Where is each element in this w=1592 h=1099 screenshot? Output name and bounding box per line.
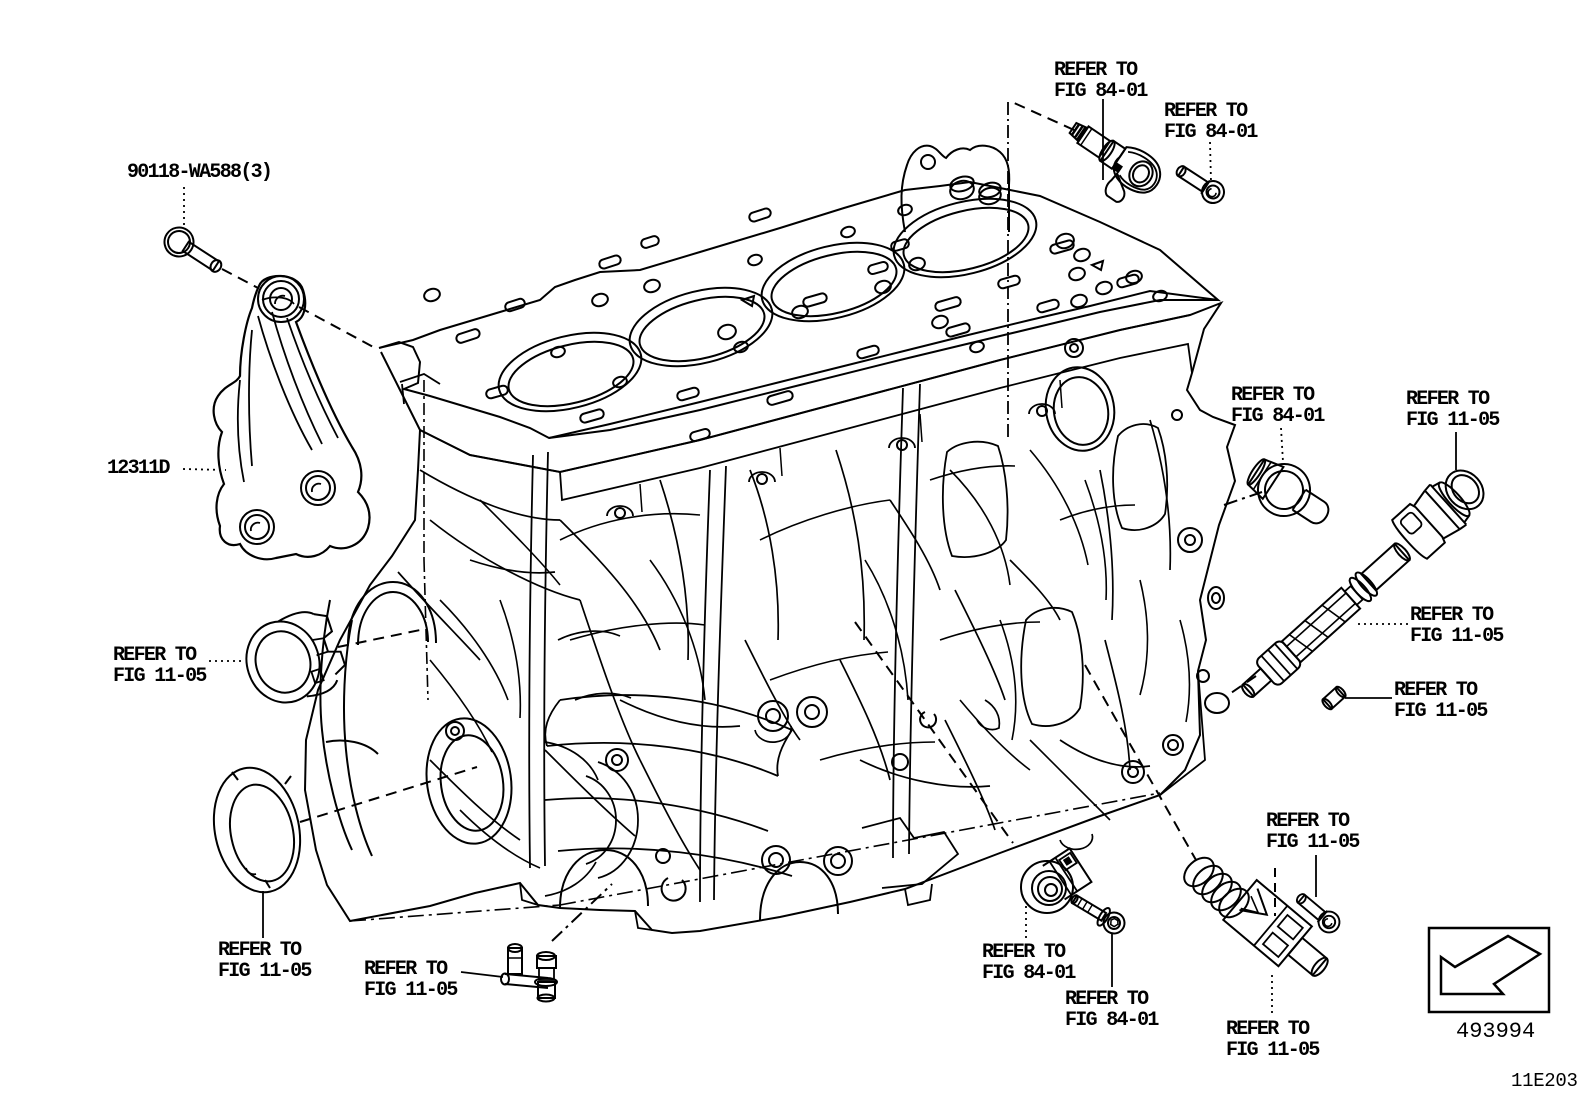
svg-text:REFER TO: REFER TO [1410, 604, 1494, 627]
svg-text:493994: 493994 [1456, 1019, 1535, 1044]
svg-text:REFER TO: REFER TO [364, 958, 448, 981]
svg-text:REFER TO: REFER TO [1164, 100, 1248, 123]
svg-text:12311D: 12311D [107, 457, 171, 480]
svg-text:REFER TO: REFER TO [1226, 1018, 1310, 1041]
svg-text:FIG 84-01: FIG 84-01 [982, 962, 1076, 985]
svg-text:FIG 11-05: FIG 11-05 [1406, 409, 1499, 432]
svg-text:REFER TO: REFER TO [1231, 384, 1315, 407]
svg-text:REFER TO: REFER TO [1266, 810, 1350, 833]
svg-text:90118-WA588(3): 90118-WA588(3) [127, 161, 271, 184]
svg-text:REFER TO: REFER TO [1394, 679, 1478, 702]
svg-text:REFER TO: REFER TO [1065, 988, 1149, 1011]
svg-text:FIG 11-05: FIG 11-05 [1410, 625, 1503, 648]
svg-text:11E203: 11E203 [1511, 1070, 1578, 1092]
svg-text:FIG 84-01: FIG 84-01 [1164, 121, 1258, 144]
svg-text:FIG 11-05: FIG 11-05 [1266, 831, 1359, 854]
svg-text:REFER TO: REFER TO [1054, 59, 1138, 82]
svg-text:REFER TO: REFER TO [218, 939, 302, 962]
svg-text:FIG 11-05: FIG 11-05 [364, 979, 457, 1002]
svg-text:REFER TO: REFER TO [982, 941, 1066, 964]
svg-text:FIG 11-05: FIG 11-05 [113, 665, 206, 688]
svg-text:FIG 11-05: FIG 11-05 [1394, 700, 1487, 723]
svg-text:FIG 84-01: FIG 84-01 [1054, 80, 1148, 103]
svg-text:FIG 11-05: FIG 11-05 [1226, 1039, 1319, 1062]
svg-text:FIG 11-05: FIG 11-05 [218, 960, 311, 983]
svg-text:FIG 84-01: FIG 84-01 [1065, 1009, 1159, 1032]
svg-text:REFER TO: REFER TO [113, 644, 197, 667]
svg-text:REFER TO: REFER TO [1406, 388, 1490, 411]
svg-text:FIG 84-01: FIG 84-01 [1231, 405, 1325, 428]
